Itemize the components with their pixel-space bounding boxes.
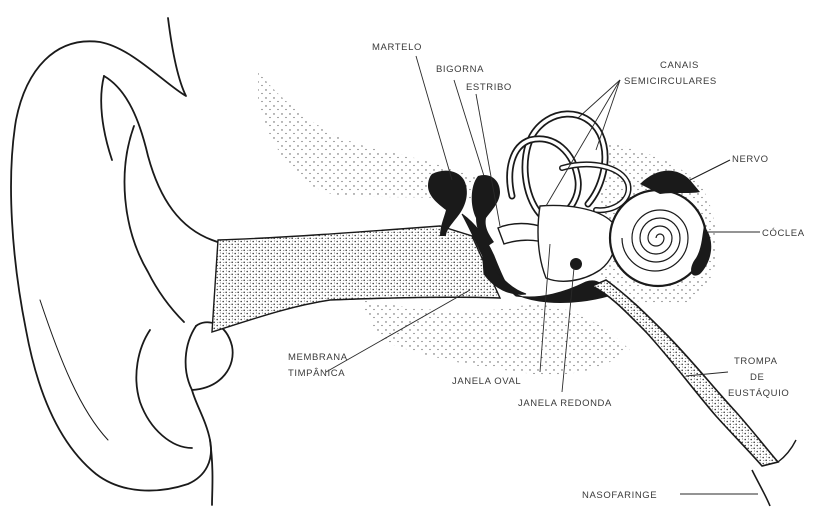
label-janela-redonda: JANELA REDONDA (518, 398, 612, 409)
label-bigorna: BIGORNA (436, 64, 484, 75)
label-estribo: ESTRIBO (466, 82, 512, 93)
label-martelo: MARTELO (372, 42, 422, 53)
round-window-mark (570, 258, 582, 270)
label-semicirculares: SEMICIRCULARES (624, 76, 717, 87)
label-de: DE (750, 372, 764, 383)
label-nervo: NERVO (732, 154, 769, 165)
label-trompa: TROMPA (734, 356, 778, 367)
label-eustaquio: EUSTÁQUIO (728, 388, 789, 399)
label-janela-oval: JANELA OVAL (452, 376, 521, 387)
label-nasofaringe: NASOFARINGE (582, 490, 657, 501)
pinna (11, 18, 240, 505)
label-membrana: MEMBRANA (288, 352, 348, 363)
label-coclea: CÓCLEA (762, 228, 805, 239)
label-canais: CANAIS (660, 60, 699, 71)
label-timpanica: TIMPÂNICA (288, 368, 345, 379)
